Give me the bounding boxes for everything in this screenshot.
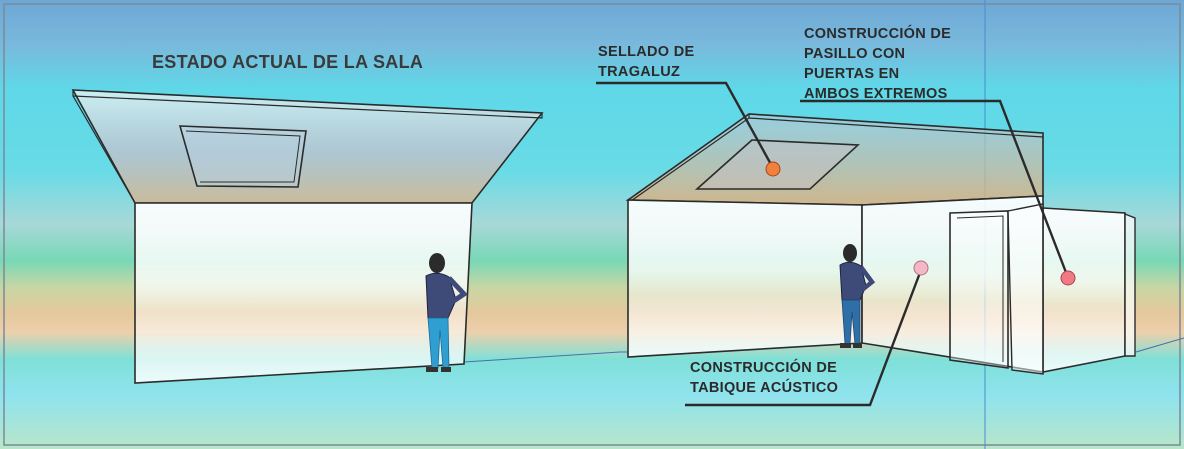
corridor-block [1042, 207, 1126, 373]
leader-line [596, 81, 775, 169]
skylight-opening [178, 125, 307, 188]
leader-line [685, 269, 923, 407]
corridor-callout: CONSTRUCCIÓN DE PASILLO CON PUERTAS EN A… [804, 24, 951, 104]
partition-callout: CONSTRUCCIÓN DE TABIQUE ACÚSTICO [690, 358, 838, 398]
room-proposal [625, 113, 1136, 375]
skylight-frame [185, 130, 301, 183]
callout-line: PASILLO CON [804, 46, 906, 62]
open-door-leaf [1007, 203, 1044, 375]
diagram-title: ESTADO ACTUAL DE LA SALA [152, 52, 424, 72]
skylight-callout: SELLADO DE TRAGALUZ [598, 42, 694, 82]
roof-edge [748, 117, 1044, 138]
leader-line [800, 99, 1069, 276]
callout-line: AMBOS EXTREMOS [804, 86, 948, 102]
person-figure [425, 253, 468, 372]
corridor-marker [1060, 270, 1076, 286]
ground-line [463, 351, 628, 363]
frame-border [3, 3, 1181, 446]
partition-marker [913, 260, 929, 276]
person-figure [839, 244, 876, 348]
callout-line: CONSTRUCCIÓN DE [690, 360, 838, 376]
callout-line: TRAGALUZ [598, 64, 681, 80]
callout-line: CONSTRUCCIÓN DE [804, 26, 952, 42]
callout-line: SELLADO DE [598, 44, 695, 60]
skylight-marker [765, 161, 781, 177]
roof-edge [72, 95, 543, 119]
front-wall [134, 202, 473, 384]
front-wall [627, 199, 863, 358]
callout-line: PUERTAS EN [804, 66, 900, 82]
corridor-door-frame [949, 210, 1009, 369]
ground-line [1135, 337, 1184, 353]
room-current [71, 89, 544, 384]
callout-line: TABIQUE ACÚSTICO [690, 380, 839, 396]
corridor-door-frame [956, 215, 1004, 362]
corridor-door [1124, 212, 1136, 357]
